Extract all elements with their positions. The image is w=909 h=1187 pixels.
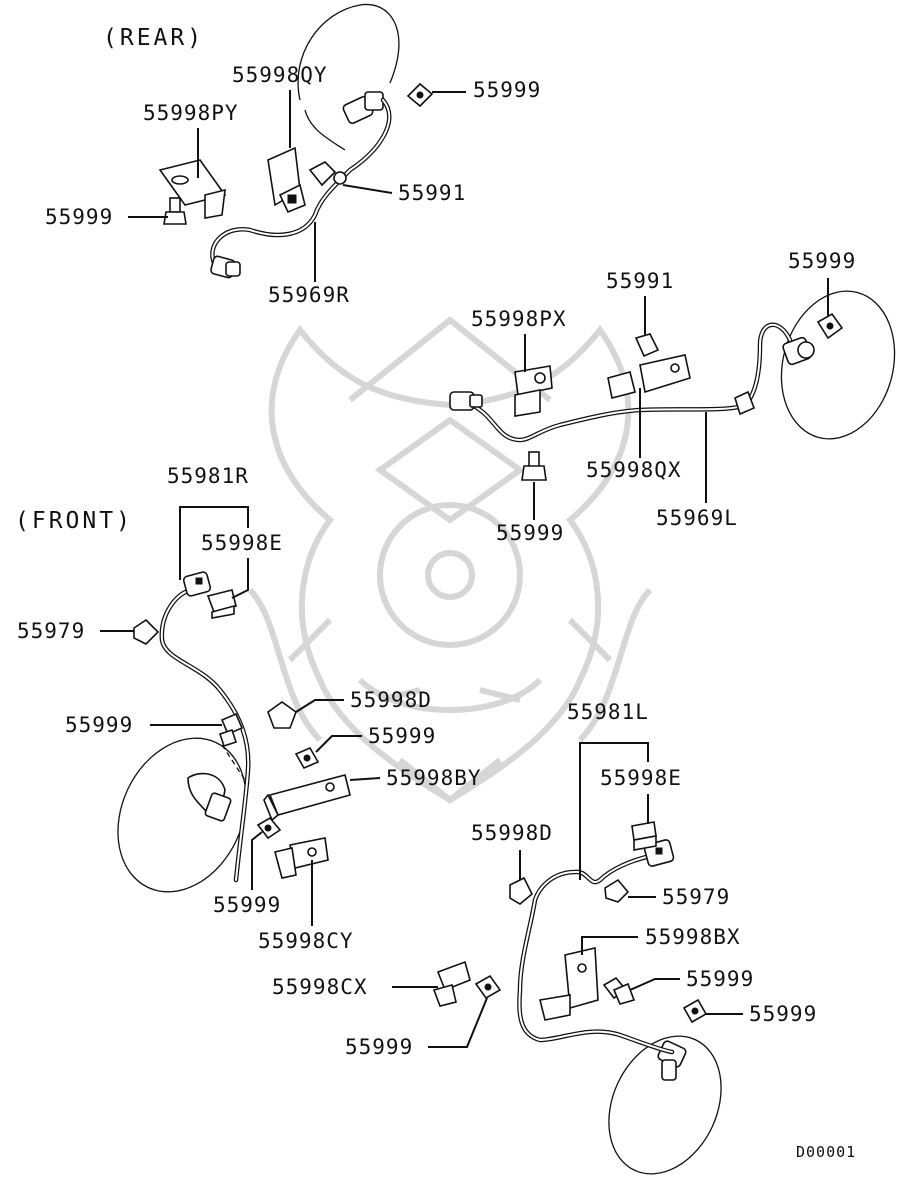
- label-55981L: 55981L: [567, 700, 649, 724]
- section-rear-label: (REAR): [103, 25, 204, 51]
- label-55969R: 55969R: [268, 283, 350, 307]
- front-right-grommet: [133, 618, 160, 645]
- front-left-sensor-head: [657, 1040, 687, 1081]
- front-left-bolt-bx: [602, 976, 636, 1005]
- rear-right-bolt-top: [406, 82, 434, 108]
- rear-right-clip: [308, 161, 347, 187]
- label-55999-rear-left: 55999: [45, 205, 113, 229]
- label-55998E-right: 55998E: [201, 531, 283, 555]
- label-55998CX: 55998CX: [272, 975, 368, 999]
- front-right-bracket-cy: [274, 837, 329, 879]
- label-55998D-right: 55998D: [350, 688, 432, 712]
- label-55969L: 55969L: [656, 506, 738, 530]
- rear-left-bolt-mid: [521, 451, 547, 481]
- label-55999-front-low: 55999: [213, 893, 281, 917]
- label-55999-front-bx: 55999: [686, 967, 754, 991]
- rear-right-sensor-head: [342, 91, 384, 125]
- label-55998BY: 55998BY: [386, 766, 482, 790]
- front-left-bracket-bx: [539, 947, 599, 1021]
- rear-right-assembly: [158, 3, 434, 279]
- label-55999-front-left: 55999: [65, 713, 133, 737]
- rear-left-sensor-head: [782, 336, 815, 366]
- rear-left-bracket-px: [514, 365, 553, 417]
- front-left-grommet: [604, 878, 630, 903]
- label-55998D-left: 55998D: [471, 821, 553, 845]
- front-right-sensor-head: [187, 772, 232, 822]
- label-55998E-left: 55998E: [600, 766, 682, 790]
- front-left-clamp-e: [631, 821, 657, 851]
- rear-left-wire-clip: [734, 390, 756, 416]
- label-55998BX: 55998BX: [645, 925, 741, 949]
- front-right-sensor-wire: [159, 587, 251, 883]
- label-55998PX: 55998PX: [471, 307, 567, 331]
- front-right-bolt-low: [256, 816, 282, 840]
- front-right-clamp-e: [206, 589, 237, 619]
- rear-right-bracket-py: [158, 159, 227, 219]
- label-55979-left: 55979: [662, 885, 730, 909]
- front-right-clip-d: [267, 701, 297, 729]
- label-55998CY: 55998CY: [258, 929, 354, 953]
- front-left-bolt-hub: [682, 998, 708, 1024]
- label-55981R: 55981R: [167, 464, 249, 488]
- label-55999-rear-right: 55999: [788, 249, 856, 273]
- label-55999-rear-top: 55999: [473, 78, 541, 102]
- front-left-hub-outline: [608, 1035, 722, 1175]
- label-55999-front-cx: 55999: [345, 1035, 413, 1059]
- rear-left-assembly: [449, 290, 896, 481]
- front-right-assembly: [117, 571, 351, 893]
- label-55998QY: 55998QY: [232, 63, 328, 87]
- watermark-helmet: [247, 316, 653, 804]
- front-left-bracket-cx: [432, 960, 471, 1007]
- front-right-connector: [182, 571, 212, 597]
- rear-right-bracket-qy: [267, 146, 306, 214]
- label-55998PY: 55998PY: [143, 101, 239, 125]
- front-right-bracket-by: [263, 774, 351, 822]
- label-55979-right: 55979: [17, 619, 85, 643]
- front-right-bolt-left: [218, 712, 244, 748]
- section-front-label: (FRONT): [15, 508, 133, 534]
- front-right-bolt-mid: [294, 746, 320, 770]
- rear-right-connector: [210, 255, 241, 279]
- label-55991-rear-right: 55991: [606, 269, 674, 293]
- label-55999-rear-mid: 55999: [496, 521, 564, 545]
- rear-left-connector: [449, 391, 483, 411]
- rear-left-hub-outline: [780, 290, 896, 440]
- label-55999-front-hub: 55999: [749, 1002, 817, 1026]
- rear-left-bracket-qx: [607, 354, 691, 399]
- label-55998QX: 55998QX: [586, 458, 682, 482]
- diagram-code: D00001: [796, 1143, 856, 1161]
- rear-right-hub-outline: [297, 3, 400, 101]
- rear-left-bolt-right: [816, 312, 844, 340]
- label-55991-rear: 55991: [398, 181, 466, 205]
- front-right-hub-outline: [117, 737, 247, 893]
- rear-right-sensor-wire: [210, 97, 392, 268]
- front-left-bolt-cx: [474, 974, 502, 1000]
- front-left-clip-d: [509, 876, 533, 905]
- label-55999-front-mid: 55999: [368, 724, 436, 748]
- front-left-assembly: [432, 821, 722, 1175]
- rear-left-clip: [634, 333, 660, 358]
- rear-right-bolt-left: [163, 197, 187, 225]
